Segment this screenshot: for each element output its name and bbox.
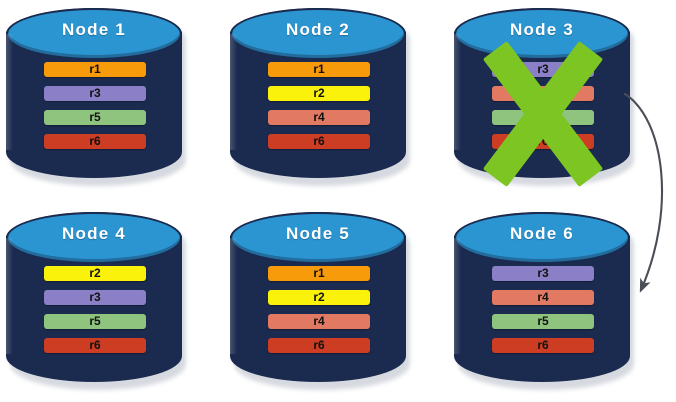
node-3[interactable]: Node 3 r3 r4 r5 r6 <box>452 4 636 190</box>
cylinder-top-disc <box>230 8 406 60</box>
replica-bar[interactable]: r5 <box>44 314 146 329</box>
replica-bar[interactable]: r1 <box>268 266 370 281</box>
replica-bar[interactable]: r3 <box>44 290 146 305</box>
node-5[interactable]: Node 5 r1 r2 r4 r6 <box>228 208 412 394</box>
replica-bar[interactable]: r5 <box>492 314 594 329</box>
cylinder-top-disc <box>230 212 406 264</box>
replica-bar[interactable]: r4 <box>268 110 370 125</box>
replica-bar[interactable]: r4 <box>492 290 594 305</box>
replica-list: r1 r3 r5 r6 <box>44 62 146 149</box>
replica-bar[interactable]: r4 <box>268 314 370 329</box>
replica-bar[interactable]: r5 <box>44 110 146 125</box>
replica-list: r3 r4 r5 r6 <box>492 62 594 149</box>
replica-bar[interactable]: r6 <box>268 134 370 149</box>
replica-list: r3 r4 r5 r6 <box>492 266 594 353</box>
replica-list: r1 r2 r4 r6 <box>268 266 370 353</box>
replica-bar[interactable]: r5 <box>492 110 594 125</box>
replica-bar[interactable]: r6 <box>44 134 146 149</box>
node-title: Node 4 <box>62 224 126 243</box>
replica-bar[interactable]: r6 <box>492 338 594 353</box>
node-title: Node 2 <box>286 20 350 39</box>
replica-bar[interactable]: r6 <box>44 338 146 353</box>
replica-bar[interactable]: r2 <box>268 86 370 101</box>
replica-bar[interactable]: r2 <box>44 266 146 281</box>
replica-bar[interactable]: r3 <box>44 86 146 101</box>
replica-bar[interactable]: r6 <box>492 134 594 149</box>
node-1[interactable]: Node 1 r1 r3 r5 r6 <box>4 4 188 190</box>
replica-bar[interactable]: r3 <box>492 62 594 77</box>
node-6[interactable]: Node 6 r3 r4 r5 r6 <box>452 208 636 394</box>
replica-bar[interactable]: r4 <box>492 86 594 101</box>
replica-bar[interactable]: r3 <box>492 266 594 281</box>
node-2[interactable]: Node 2 r1 r2 r4 r6 <box>228 4 412 190</box>
node-4[interactable]: Node 4 r2 r3 r5 r6 <box>4 208 188 394</box>
replica-bar[interactable]: r2 <box>268 290 370 305</box>
cylinder-top-disc <box>6 8 182 60</box>
replica-list: r1 r2 r4 r6 <box>268 62 370 149</box>
replica-bar[interactable]: r1 <box>268 62 370 77</box>
node-title: Node 5 <box>286 224 350 243</box>
replica-list: r2 r3 r5 r6 <box>44 266 146 353</box>
node-title: Node 6 <box>510 224 574 243</box>
node-title: Node 3 <box>510 20 574 39</box>
replica-bar[interactable]: r6 <box>268 338 370 353</box>
cylinder-top-disc <box>6 212 182 264</box>
node-title: Node 1 <box>62 20 126 39</box>
replica-bar[interactable]: r1 <box>44 62 146 77</box>
